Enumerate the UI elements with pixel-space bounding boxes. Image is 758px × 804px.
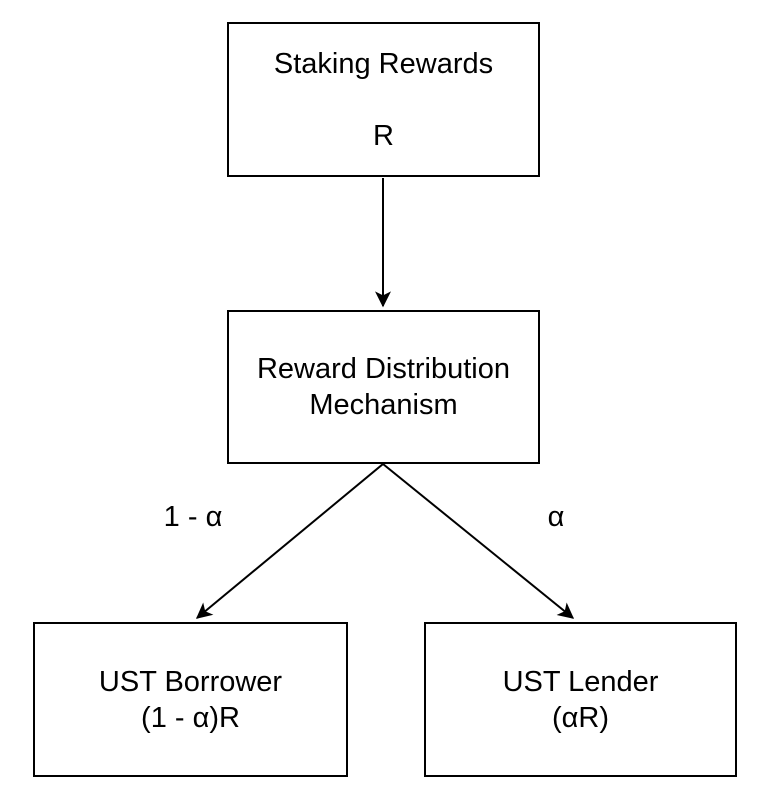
node-staking-rewards-value: R [373, 119, 394, 152]
node-ust-lender-title: UST Lender [502, 665, 659, 698]
node-ust-borrower: UST Borrower (1 - α)R [33, 622, 348, 777]
node-staking-rewards: Staking Rewards R [227, 22, 540, 177]
node-reward-distribution-mechanism: Reward Distribution Mechanism [227, 310, 540, 464]
node-staking-rewards-title: Staking Rewards [273, 47, 494, 80]
node-ust-borrower-value: (1 - α)R [141, 701, 240, 734]
node-ust-lender-value: (αR) [551, 701, 610, 734]
node-ust-lender: UST Lender (αR) [424, 622, 737, 777]
node-reward-distribution-line2: Mechanism [309, 389, 458, 421]
edge-mechanism-to-lender [382, 463, 575, 619]
edge-mechanism-to-borrower [195, 463, 384, 619]
edge-label-lender-share: α [547, 501, 565, 533]
node-ust-borrower-title: UST Borrower [98, 665, 283, 698]
node-reward-distribution-line1: Reward Distribution [256, 353, 511, 385]
edge-label-borrower-share: 1 - α [163, 501, 223, 533]
